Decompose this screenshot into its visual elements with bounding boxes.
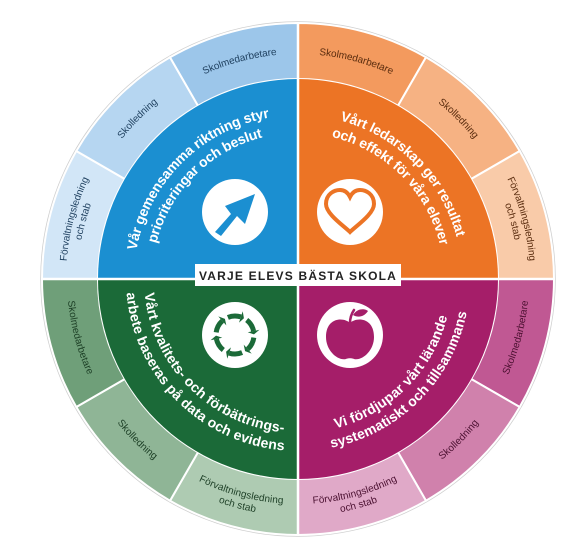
cycle-arrows-icon (202, 302, 268, 368)
outer-ring: SkolmedarbetareSkolledningFörvaltningsle… (40, 21, 556, 537)
heart-icon (317, 179, 383, 245)
apple-icon (317, 302, 383, 368)
center-banner-box (195, 264, 401, 286)
center-banner-text: VARJE ELEVS BÄSTA SKOLA (199, 268, 397, 283)
arrow-up-right-icon (202, 179, 268, 245)
center-banner: VARJE ELEVS BÄSTA SKOLA (195, 264, 401, 286)
quadrant-icons (202, 179, 383, 368)
